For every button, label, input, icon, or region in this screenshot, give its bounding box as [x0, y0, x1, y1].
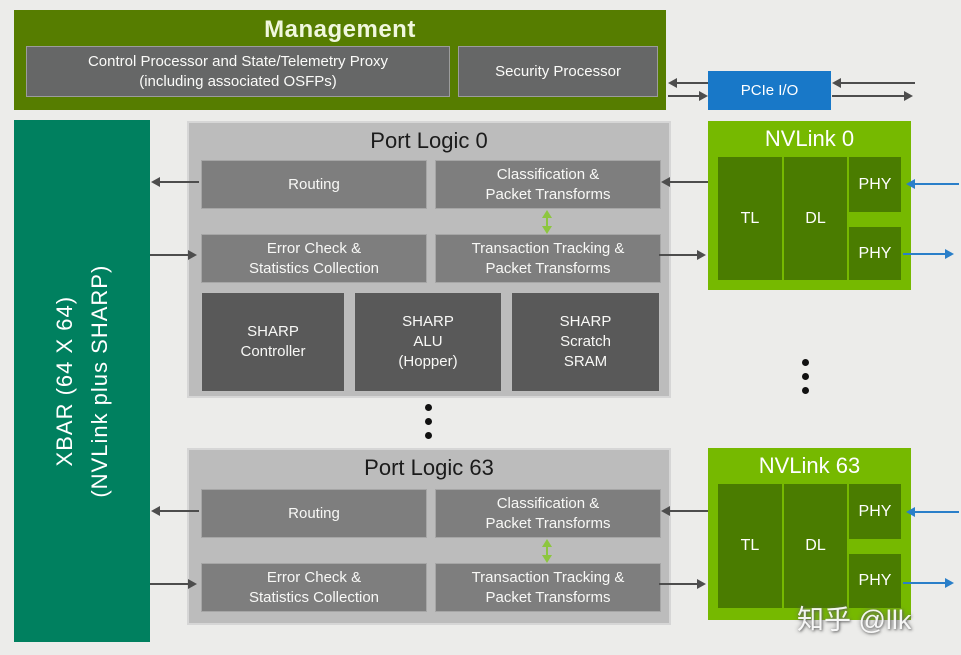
- arrow-nvlink63-to-classification-head: [661, 506, 670, 516]
- arrow-routing63-to-xbar-head: [151, 506, 160, 516]
- nvlink-63-title: NVLink 63: [758, 453, 861, 478]
- arrow-xbar-to-errorcheck63-line: [150, 583, 188, 585]
- arrow-phy63-to-external-head: [945, 578, 954, 588]
- arrow-routing0-to-xbar-head: [151, 177, 160, 187]
- port-logic-63-block: Port Logic 63 Routing Classification & P…: [187, 448, 671, 625]
- ellipsis-port-logic: [425, 404, 432, 439]
- phy-bottom-box-0: PHY: [849, 227, 901, 280]
- port-logic-0-title: Port Logic 0: [370, 128, 488, 153]
- arrow-transaction0-to-nvlink-line: [659, 254, 697, 256]
- tl-box-0: TL: [718, 157, 782, 280]
- nvlink-63-block: NVLink 63 TL DL PHY PHY: [708, 448, 911, 620]
- sharp-alu-box: SHARP ALU (Hopper): [354, 292, 502, 392]
- arrow-phy0-to-external-head: [945, 249, 954, 259]
- arrow-external-to-pcie-head: [832, 78, 841, 88]
- xbar-block: XBAR (64 X 64) (NVLink plus SHARP): [14, 120, 150, 642]
- arrow-external-to-pcie-line: [841, 82, 915, 84]
- port-logic-63-title: Port Logic 63: [364, 455, 494, 480]
- control-processor-box: Control Processor and State/Telemetry Pr…: [26, 46, 450, 97]
- arrow-xbar-to-errorcheck63-head: [188, 579, 197, 589]
- error-check-box-63: Error Check & Statistics Collection: [201, 563, 427, 612]
- arrow-pcie-to-external-head: [904, 91, 913, 101]
- transaction-tracking-box-63: Transaction Tracking & Packet Transforms: [435, 563, 661, 612]
- arrow-pcie-to-management-head: [668, 78, 677, 88]
- tl-box-63: TL: [718, 484, 782, 608]
- arrow-transaction0-to-nvlink-head: [697, 250, 706, 260]
- arrow-pcie-to-management-line: [677, 82, 708, 84]
- arrow-xbar-to-errorcheck0-line: [150, 254, 188, 256]
- double-arrow-classification-transaction-63: [541, 539, 553, 563]
- arrow-external-to-phy63-line: [915, 511, 959, 513]
- phy-top-box-63: PHY: [849, 484, 901, 539]
- classification-box-0: Classification & Packet Transforms: [435, 160, 661, 209]
- arrow-nvlink0-to-classification-head: [661, 177, 670, 187]
- arrow-transaction63-to-nvlink-line: [659, 583, 697, 585]
- error-check-box-0: Error Check & Statistics Collection: [201, 234, 427, 283]
- sharp-controller-box: SHARP Controller: [201, 292, 345, 392]
- port-logic-0-block: Port Logic 0 Routing Classification & Pa…: [187, 121, 671, 398]
- arrow-routing0-to-xbar-line: [160, 181, 199, 183]
- security-processor-box: Security Processor: [458, 46, 658, 97]
- dl-box-0: DL: [784, 157, 847, 280]
- arrow-nvlink0-to-classification-line: [670, 181, 708, 183]
- arrow-nvlink63-to-classification-line: [670, 510, 708, 512]
- sharp-sram-box: SHARP Scratch SRAM: [511, 292, 660, 392]
- transaction-tracking-box-0: Transaction Tracking & Packet Transforms: [435, 234, 661, 283]
- classification-box-63: Classification & Packet Transforms: [435, 489, 661, 538]
- routing-box-63: Routing: [201, 489, 427, 538]
- arrow-external-to-phy63-head: [906, 507, 915, 517]
- phy-top-box-0: PHY: [849, 157, 901, 212]
- arrow-routing63-to-xbar-line: [160, 510, 199, 512]
- arrow-phy63-to-external-line: [903, 582, 945, 584]
- arrow-phy0-to-external-line: [903, 253, 945, 255]
- double-arrow-classification-transaction-0: [541, 210, 553, 234]
- management-block: Management Control Processor and State/T…: [14, 10, 666, 110]
- nvlink-0-block: NVLink 0 TL DL PHY PHY: [708, 121, 911, 290]
- nvlink-0-title: NVLink 0: [764, 126, 855, 151]
- xbar-label: XBAR (64 X 64) (NVLink plus SHARP): [51, 264, 112, 498]
- arrow-management-to-pcie-line: [668, 95, 699, 97]
- routing-box-0: Routing: [201, 160, 427, 209]
- pcie-io-box: PCIe I/O: [708, 71, 831, 110]
- arrow-pcie-to-external-line: [832, 95, 904, 97]
- watermark: 知乎 @llk: [797, 605, 912, 635]
- arrow-xbar-to-errorcheck0-head: [188, 250, 197, 260]
- ellipsis-nvlink: [802, 359, 809, 394]
- management-title: Management: [264, 16, 416, 43]
- phy-bottom-box-63: PHY: [849, 554, 901, 608]
- arrow-management-to-pcie-head: [699, 91, 708, 101]
- dl-box-63: DL: [784, 484, 847, 608]
- arrow-external-to-phy0-line: [915, 183, 959, 185]
- arrow-external-to-phy0-head: [906, 179, 915, 189]
- arrow-transaction63-to-nvlink-head: [697, 579, 706, 589]
